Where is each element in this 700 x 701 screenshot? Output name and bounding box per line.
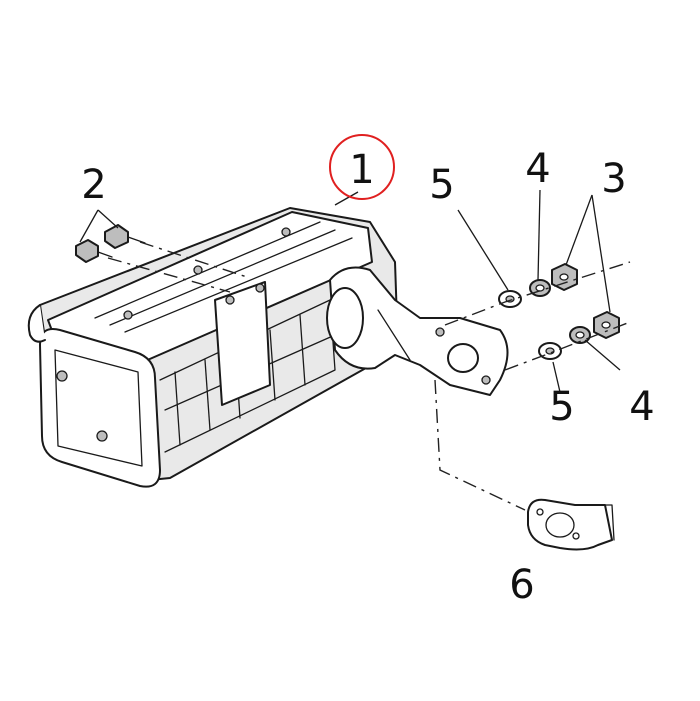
callout-4-upper: 4 (525, 146, 550, 192)
leader-lines (79, 189, 621, 393)
callout-3: 3 (601, 156, 626, 202)
washer-upper-5 (498, 290, 522, 308)
assembly-lines (107, 241, 631, 511)
callout-4-lower: 4 (629, 384, 654, 430)
callout-5-upper: 5 (429, 162, 454, 208)
nut-lower-3 (593, 311, 620, 339)
callout-1: 1 (349, 147, 374, 193)
bolt-upper (104, 224, 146, 249)
actuator-housing (27, 207, 399, 488)
gasket (527, 498, 615, 551)
nut-upper-3 (551, 263, 578, 291)
lock-washer-upper-4 (529, 279, 551, 297)
callout-2: 2 (81, 162, 106, 208)
callout-6: 6 (509, 562, 534, 608)
callout-5-lower: 5 (549, 384, 574, 430)
bolt-lower (75, 239, 113, 263)
actuator-arm (326, 266, 509, 396)
lock-washer-lower-4 (569, 326, 591, 344)
highlight-circle (329, 134, 395, 200)
